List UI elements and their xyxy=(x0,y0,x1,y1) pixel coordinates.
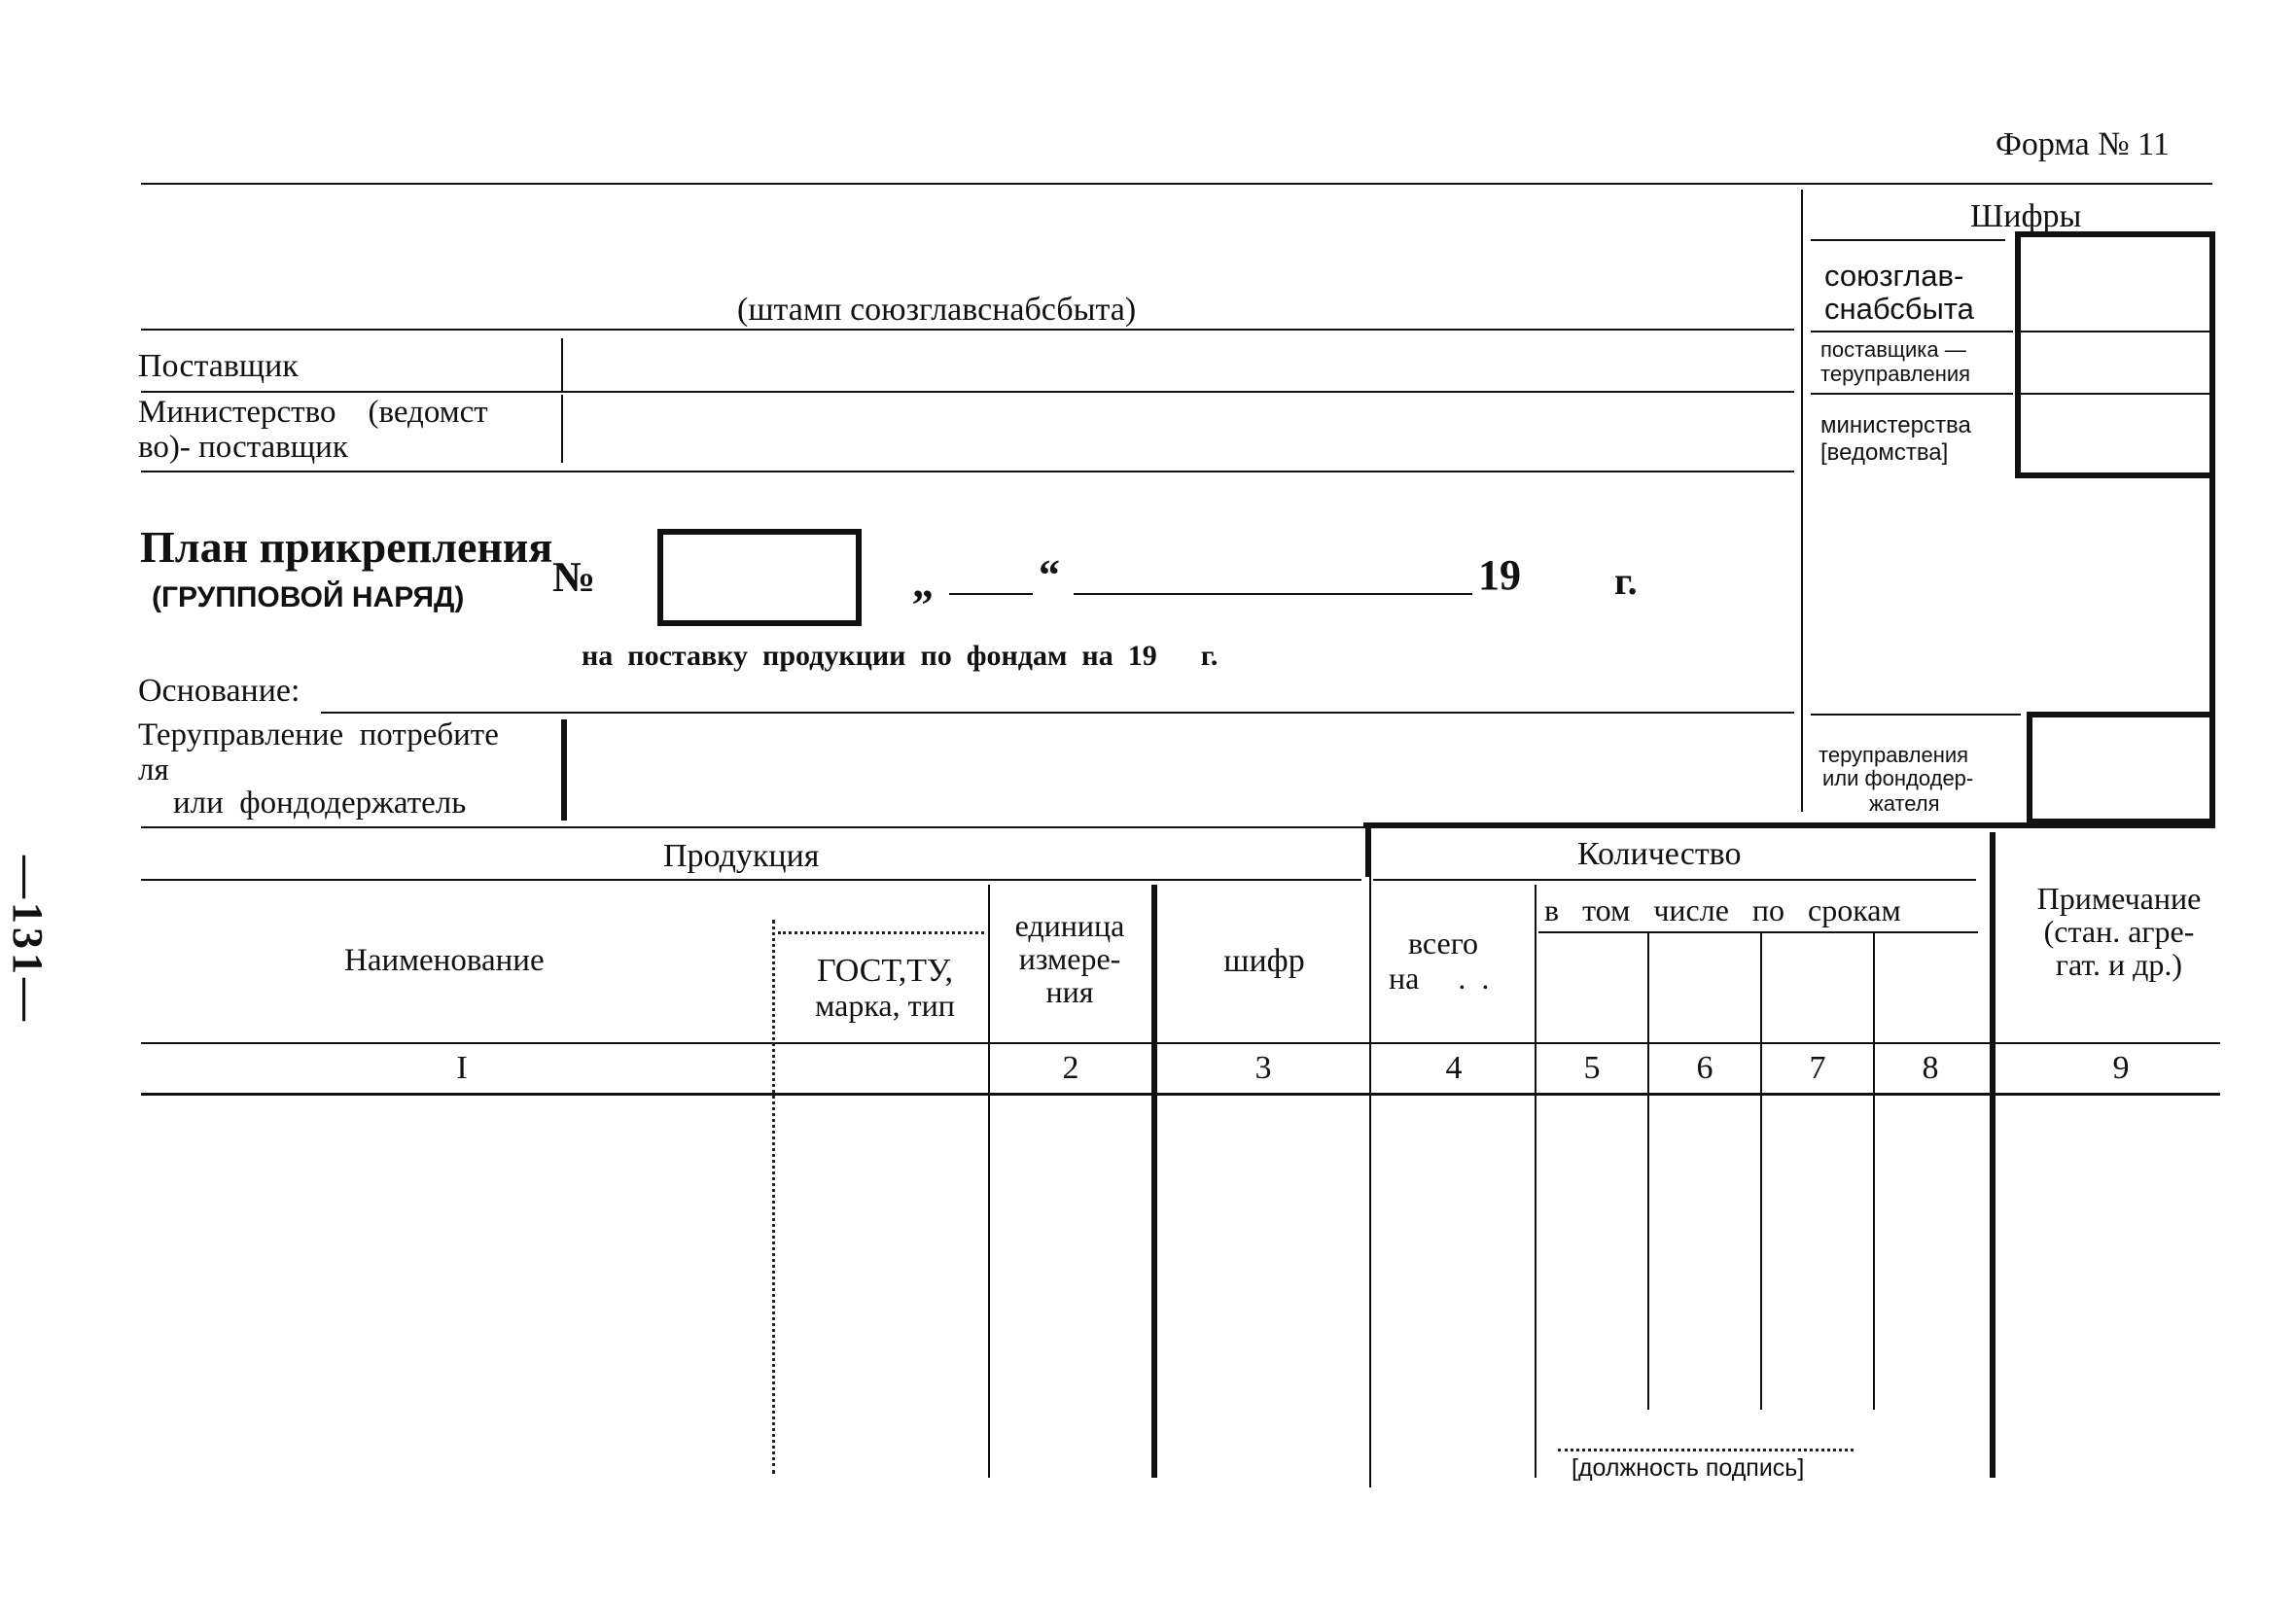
cipher-box-divider-2 xyxy=(2021,393,2209,395)
stamp-rule xyxy=(141,329,1794,331)
cipher-supplier-line2: теруправления xyxy=(1820,362,1971,386)
cipher-block-left-border xyxy=(1801,190,1803,812)
col-gost-line1: ГОСТ,ТУ, xyxy=(816,953,954,989)
year-suffix: г. xyxy=(1614,559,1638,603)
supplier-label: Поставщик xyxy=(138,348,299,384)
basis-field-line[interactable] xyxy=(321,712,1794,714)
form-number: Форма № 11 xyxy=(1996,126,2170,162)
col-cipher-header: шифр xyxy=(1223,943,1305,979)
col-number-5: 5 xyxy=(1583,1050,1601,1086)
supplier-separator xyxy=(561,338,563,391)
gost-dotted-separator xyxy=(772,920,775,1474)
cipher-soyuz-line1: союзглав- xyxy=(1824,259,1964,293)
col-name-header: Наименование xyxy=(344,943,545,978)
table-top-rule xyxy=(141,826,1366,828)
quantity-frame-top xyxy=(1363,822,2215,828)
col-unit-line3: ния xyxy=(1045,974,1094,1009)
cipher-box-divider-1 xyxy=(2021,331,2209,332)
col-unit-line1: единица xyxy=(1014,908,1125,943)
term-6-separator xyxy=(1647,933,1649,1410)
consumer-label-line1: Теруправление потребите xyxy=(138,717,499,752)
numbers-bottom-rule xyxy=(141,1093,2220,1096)
terms-rule xyxy=(1538,931,1978,933)
plan-number-box[interactable] xyxy=(657,529,862,626)
gost-dotted-rule xyxy=(778,931,984,934)
date-day-line[interactable] xyxy=(949,593,1033,595)
cipher-boxes-frame xyxy=(2015,231,2215,478)
ciphers-title: Шифры xyxy=(1970,198,2082,234)
year-prefix: 19 xyxy=(1478,551,1521,599)
col-note-line2: (стан. агре- xyxy=(2043,914,2195,949)
cipher-consumer-line3: жателя xyxy=(1869,791,1940,816)
product-group-rule xyxy=(141,879,1361,881)
term-7-separator xyxy=(1760,933,1762,1410)
ministry-label-line2: во)- поставщик xyxy=(138,430,348,465)
col-number-4: 4 xyxy=(1445,1050,1463,1086)
col-number-7: 7 xyxy=(1809,1050,1826,1086)
cipher-row-rule-1 xyxy=(1811,331,2013,332)
consumer-label-line3: или фондодержатель xyxy=(173,786,467,821)
cipher-row-rule-2 xyxy=(1811,393,2013,395)
supplier-field-line[interactable] xyxy=(141,391,1794,393)
cipher-col-separator xyxy=(1151,885,1157,1478)
unit-col-separator xyxy=(988,885,990,1478)
note-col-separator xyxy=(1990,832,1996,1478)
ministry-field-line[interactable] xyxy=(141,471,1794,472)
col-unit-line2: измере- xyxy=(1018,941,1121,976)
plan-subtitle: (ГРУППОВОЙ НАРЯД) xyxy=(152,581,465,613)
col-number-6: 6 xyxy=(1696,1050,1713,1086)
cipher-row-rule-3 xyxy=(1811,714,2021,716)
signature-line[interactable] xyxy=(1558,1449,1854,1451)
cipher-consumer-line1: теруправления xyxy=(1819,743,1969,767)
col-gost-line2: марка, тип xyxy=(815,988,955,1023)
ministry-separator xyxy=(561,395,563,463)
cipher-ministry-line2: [ведомства] xyxy=(1820,439,1949,466)
cipher-consumer-line2: или фондодер- xyxy=(1822,766,1974,790)
cipher-ministry-line1: министерства xyxy=(1820,412,1971,438)
page-number: —131— xyxy=(4,856,52,1025)
number-sign: № xyxy=(552,553,596,601)
terms-col-separator xyxy=(1535,885,1537,1478)
quantity-group-rule xyxy=(1373,879,1976,881)
col-terms-header: в том числе по срокам xyxy=(1544,892,1901,927)
col-number-3: 3 xyxy=(1254,1050,1272,1086)
total-col-separator xyxy=(1369,875,1371,1487)
delivery-line: на поставку продукции по фондам на 19 г. xyxy=(582,640,1219,672)
signature-caption: [должность подпись] xyxy=(1572,1454,1805,1482)
ciphers-title-rule xyxy=(1811,239,2005,241)
consumer-separator xyxy=(561,719,567,821)
header-bottom-rule xyxy=(141,1042,2220,1044)
quantity-frame-left xyxy=(1365,824,1371,877)
col-number-1: I xyxy=(456,1050,468,1086)
col-number-2: 2 xyxy=(1062,1050,1079,1086)
col-note-line1: Примечание xyxy=(2036,881,2202,916)
col-total-line1: всего xyxy=(1408,926,1479,961)
consumer-label-line2: ля xyxy=(138,752,169,787)
date-quote-open: „ xyxy=(912,559,934,607)
term-8-separator xyxy=(1873,933,1875,1410)
group-quantity-header: Количество xyxy=(1577,836,1742,872)
cipher-consumer-box xyxy=(2027,712,2215,824)
stamp-label: (штамп союзглавснабсбыта) xyxy=(737,292,1137,328)
cipher-supplier-line1: поставщика — xyxy=(1820,337,1966,362)
col-number-9: 9 xyxy=(2112,1050,2130,1086)
date-quote-close: “ xyxy=(1039,551,1060,599)
basis-label: Основание: xyxy=(138,673,300,709)
date-month-line[interactable] xyxy=(1074,593,1472,595)
cipher-soyuz-line2: снабсбыта xyxy=(1824,292,1974,326)
col-note-line3: гат. и др.) xyxy=(2055,947,2183,982)
col-number-8: 8 xyxy=(1922,1050,1939,1086)
col-total-line2: на . . xyxy=(1389,961,1490,996)
ministry-label-line1: Министерство (ведомст xyxy=(138,395,488,430)
cipher-right-border xyxy=(2209,467,2215,817)
top-rule xyxy=(141,183,2212,185)
group-product-header: Продукция xyxy=(663,838,820,874)
plan-title: План прикрепления xyxy=(140,522,553,572)
